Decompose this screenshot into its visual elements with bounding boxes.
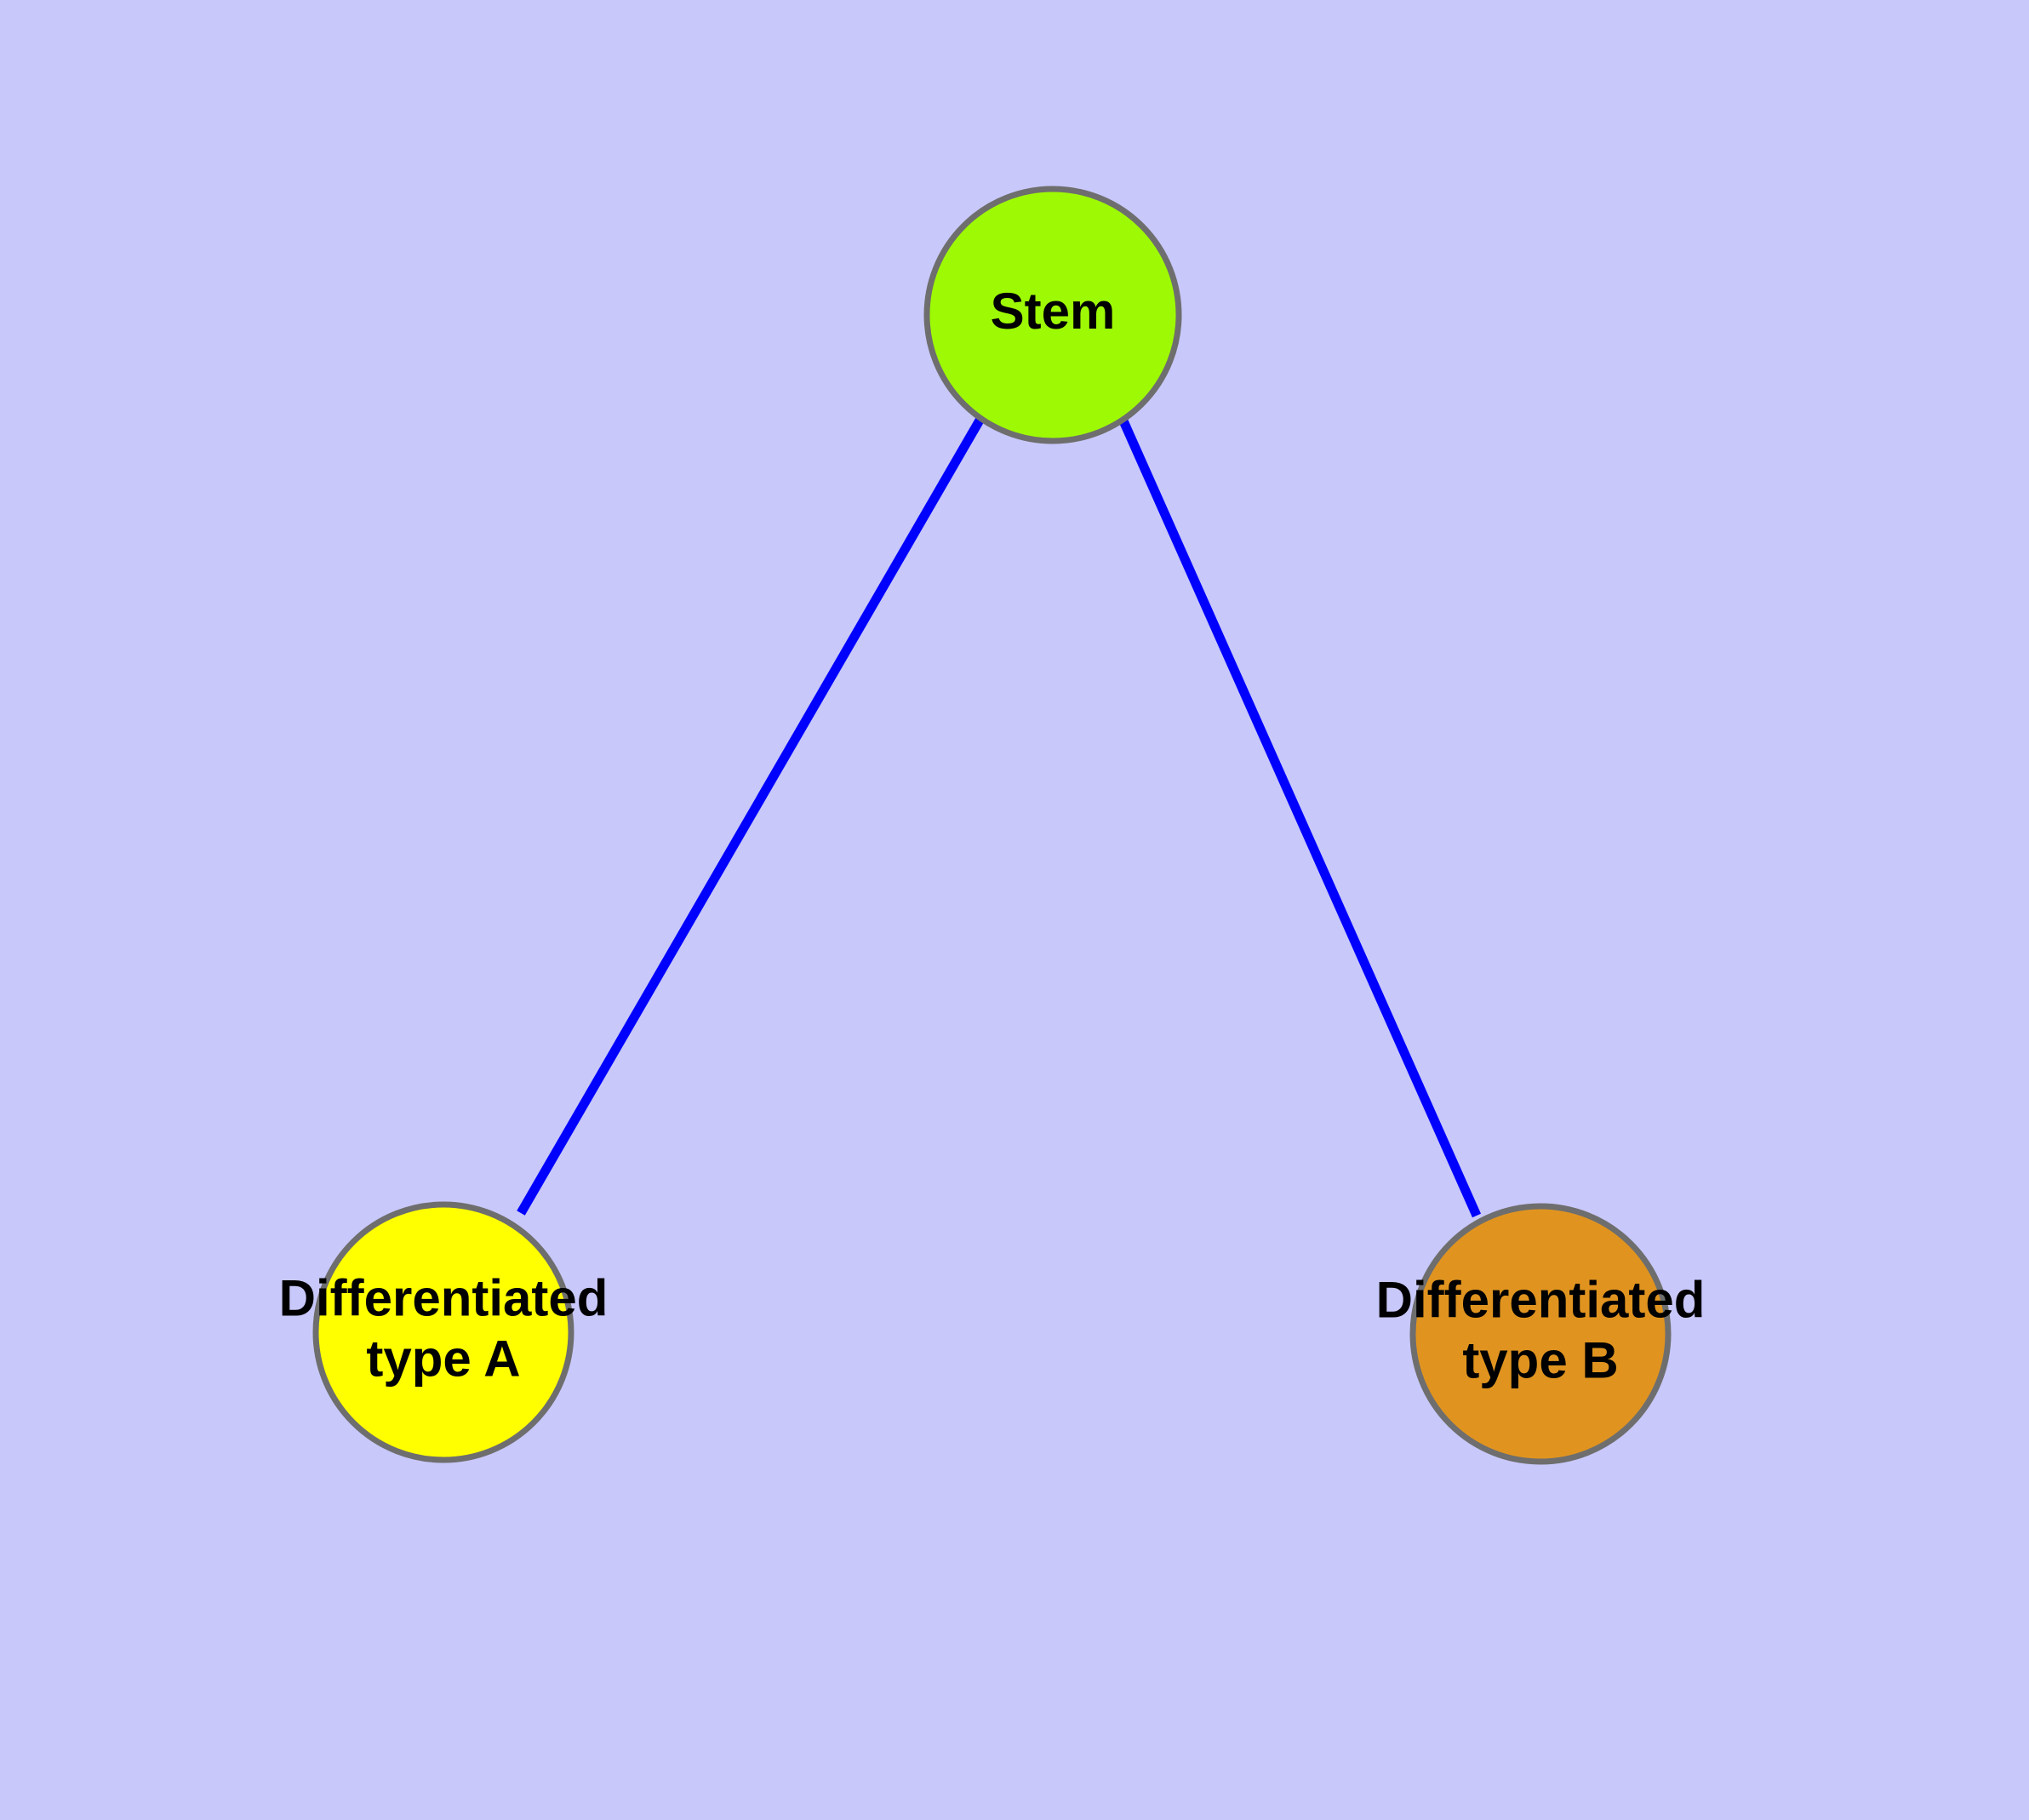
- nodes-group: [312, 186, 1672, 1465]
- edge-stem-to-a: [517, 416, 985, 1216]
- node-diff-a[interactable]: [312, 1201, 574, 1463]
- node-diff-b[interactable]: [1409, 1203, 1672, 1465]
- edges-group: [517, 415, 1482, 1218]
- edge-stem-to-b: [1117, 415, 1482, 1218]
- node-label-line: Stem: [991, 283, 1116, 340]
- node-label-line: type B: [1462, 1331, 1618, 1388]
- node-label-line: type A: [366, 1330, 520, 1387]
- node-label-line: Differentiated: [1376, 1271, 1706, 1328]
- node-label-stem: Stem: [991, 283, 1116, 340]
- node-label-line: Differentiated: [279, 1269, 609, 1326]
- node-stem[interactable]: [923, 186, 1182, 444]
